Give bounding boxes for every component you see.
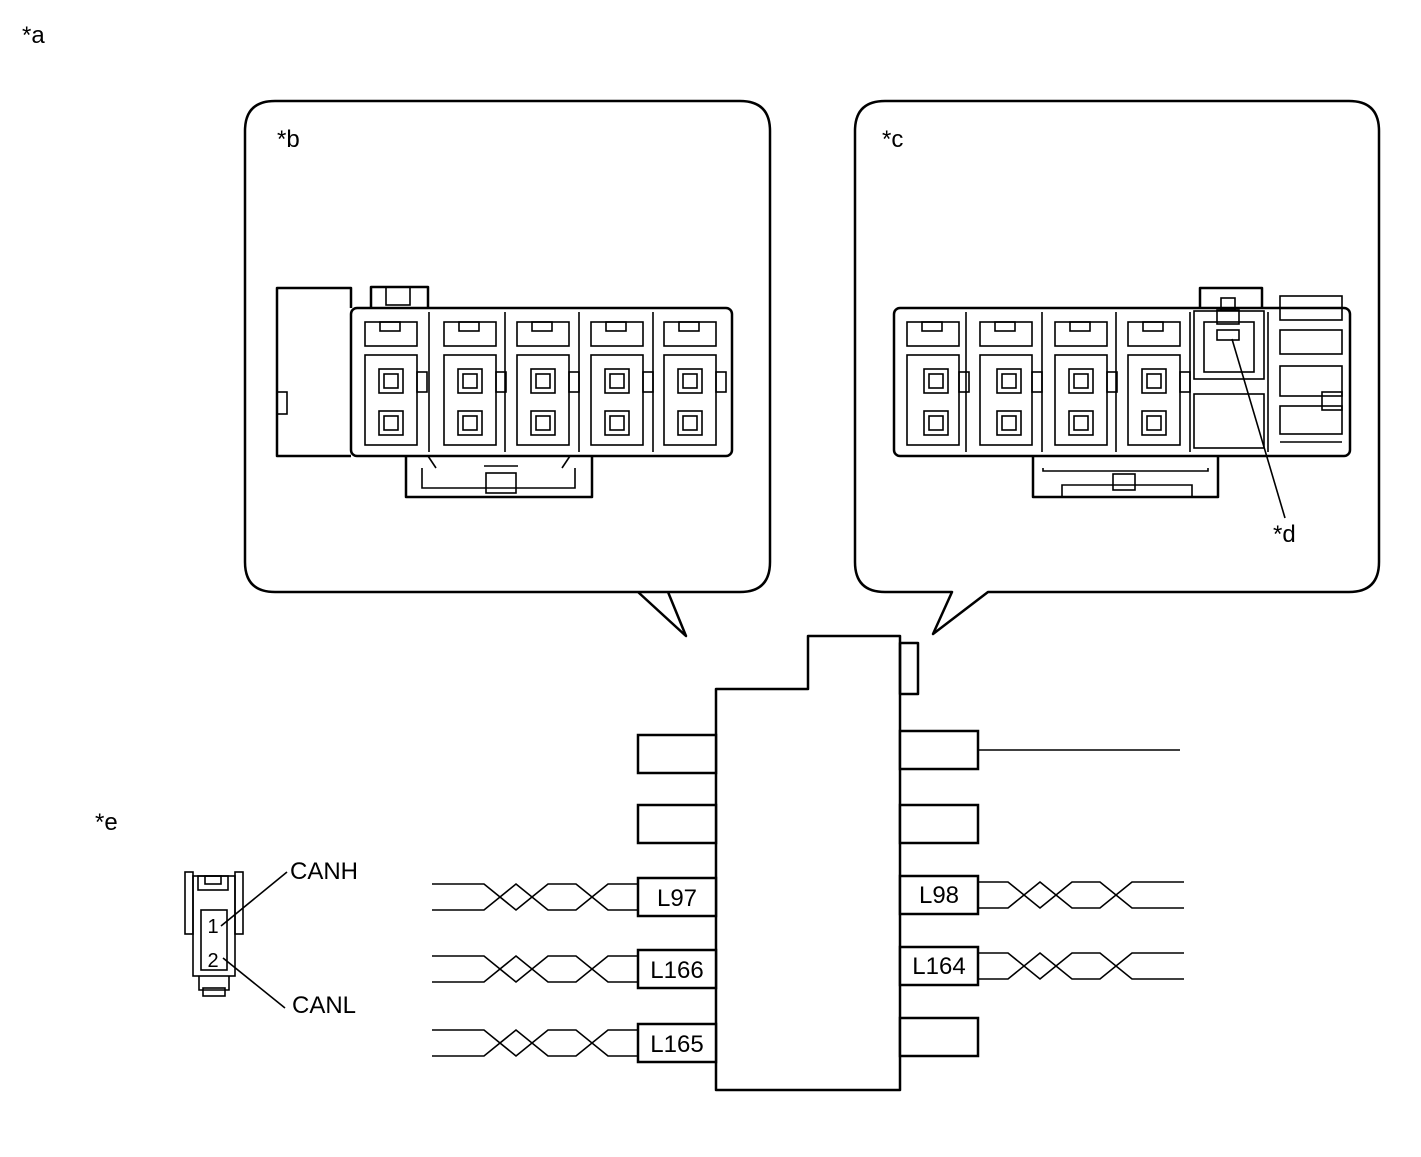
c-cavity-col-4 [1127,321,1191,446]
b-cavities [364,321,727,446]
connector-L98-label: L98 [919,882,959,909]
signal-canl-label: CANL [292,992,356,1019]
right-port-empty-2 [898,803,980,845]
c-pin-block [1193,297,1265,449]
connector-L97-label: L97 [657,885,697,912]
callout-b: *b [277,126,300,153]
leader-canh [220,871,288,927]
c-cavity-col-1 [906,321,970,446]
right-wire-connectors: L98 L164 [898,874,980,987]
left-wire-connectors: L97 L166 L165 [636,876,718,1064]
b-cavity-col-3 [516,321,580,446]
callout-c: *c [882,126,903,153]
connector-face-b [275,285,734,499]
connector-L166-label: L166 [650,957,703,984]
c-separators [965,312,1269,452]
connector-L164: L164 [898,945,980,987]
c-cavity-col-3 [1054,321,1118,446]
left-port-empty-1 [636,733,718,775]
bubble-c: *c [853,99,1381,636]
callout-e: *e [95,809,118,836]
junction-block [636,634,1180,1092]
connector-L97: L97 [636,876,718,918]
connector-face-c [892,286,1352,519]
bubble-b: *b [243,99,772,638]
signal-canh-label: CANH [290,858,358,885]
b-cavity-col-4 [590,321,654,446]
connector-L165-label: L165 [650,1031,703,1058]
b-cavity-col-5 [663,321,727,446]
connector-L166: L166 [636,948,718,990]
pin-2-label: 2 [207,950,218,972]
twisted-pairs-right [978,880,1184,981]
left-port-empty-2 [636,803,718,845]
callout-a: *a [22,22,45,49]
can-pin-connector: 1 2 [184,871,288,1009]
c-cavity-col-2 [979,321,1043,446]
c-cavities [906,321,1191,446]
b-cavity-col-2 [443,321,507,446]
right-port-empty-1 [898,729,980,771]
connector-L164-label: L164 [912,953,965,980]
pin-1-label: 1 [207,916,218,938]
callout-d: *d [1273,521,1296,548]
connector-L165: L165 [636,1022,718,1064]
leader-canl [222,957,286,1009]
c-right-blocks [1279,295,1343,443]
right-port-empty-3 [898,1016,980,1058]
twisted-pairs-left [432,882,638,1058]
b-cavity-col-1 [364,321,428,446]
leader-d [1231,338,1286,519]
connector-L98: L98 [898,874,980,916]
